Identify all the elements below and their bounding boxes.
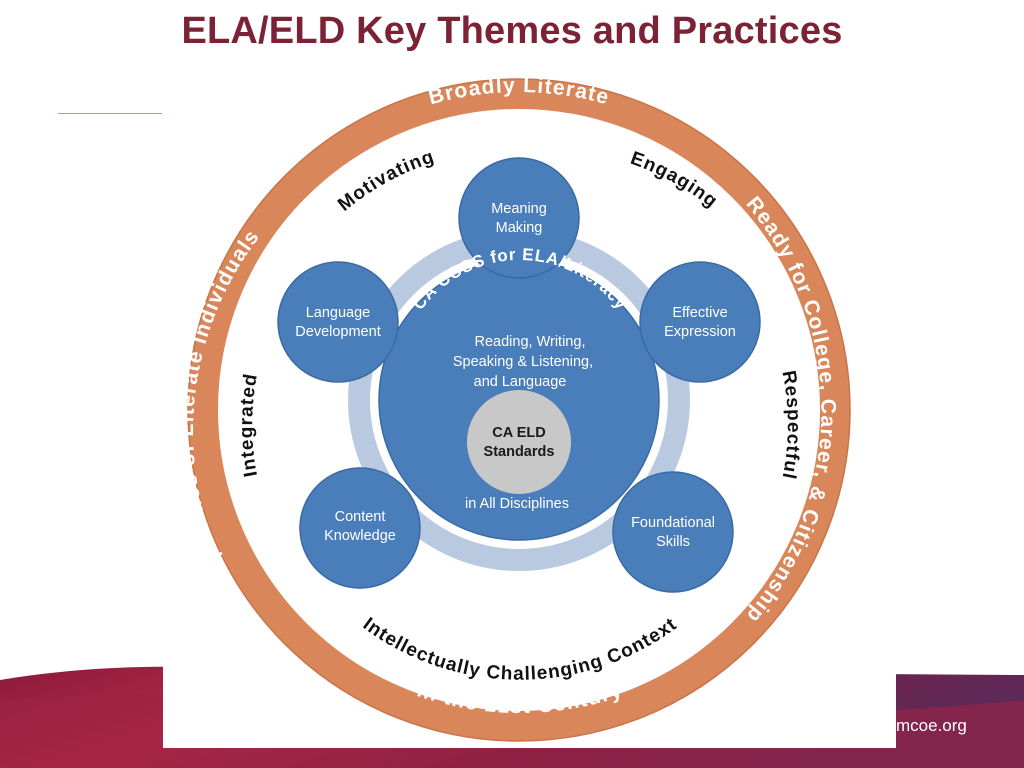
node-label-line2: Making <box>496 220 543 236</box>
core-line-1: Reading, Writing, <box>475 334 586 350</box>
node-label-line2: Skills <box>656 534 690 550</box>
outer-ring-edge <box>187 78 851 742</box>
eld-line-1: CA ELD <box>492 425 545 441</box>
node-meaning-making: Meaning Making <box>458 157 580 279</box>
node-label-line1: Foundational <box>631 515 715 531</box>
core-bottom-text: in All Disciplines <box>465 496 569 512</box>
node-label-line1: Content <box>335 509 386 525</box>
eld-center-circle <box>467 390 571 494</box>
node-label-line1: Language <box>306 305 371 321</box>
core-line-3: and Language <box>474 374 567 390</box>
footer-website: mcoe.org <box>896 716 967 735</box>
node-label-line2: Expression <box>664 324 736 340</box>
title-rule <box>58 113 162 114</box>
node-label-line2: Development <box>295 324 380 340</box>
core-line-2: Speaking & Listening, <box>453 354 593 370</box>
mid-word-left-path: Integrated <box>236 372 261 479</box>
eld-line-2: Standards <box>484 444 555 460</box>
node-label-line2: Knowledge <box>324 528 396 544</box>
node-content-knowledge: Content Knowledge <box>299 467 421 589</box>
node-effective-expression: Effective Expression <box>639 261 761 383</box>
node-language-development: Language Development <box>277 261 399 383</box>
node-label-line1: Meaning <box>491 201 547 217</box>
page-title: ELA/ELD Key Themes and Practices <box>181 10 843 52</box>
node-label-line1: Effective <box>672 305 727 321</box>
mid-word-left: Integrated <box>236 372 262 479</box>
node-foundational-skills: Foundational Skills <box>612 471 734 593</box>
